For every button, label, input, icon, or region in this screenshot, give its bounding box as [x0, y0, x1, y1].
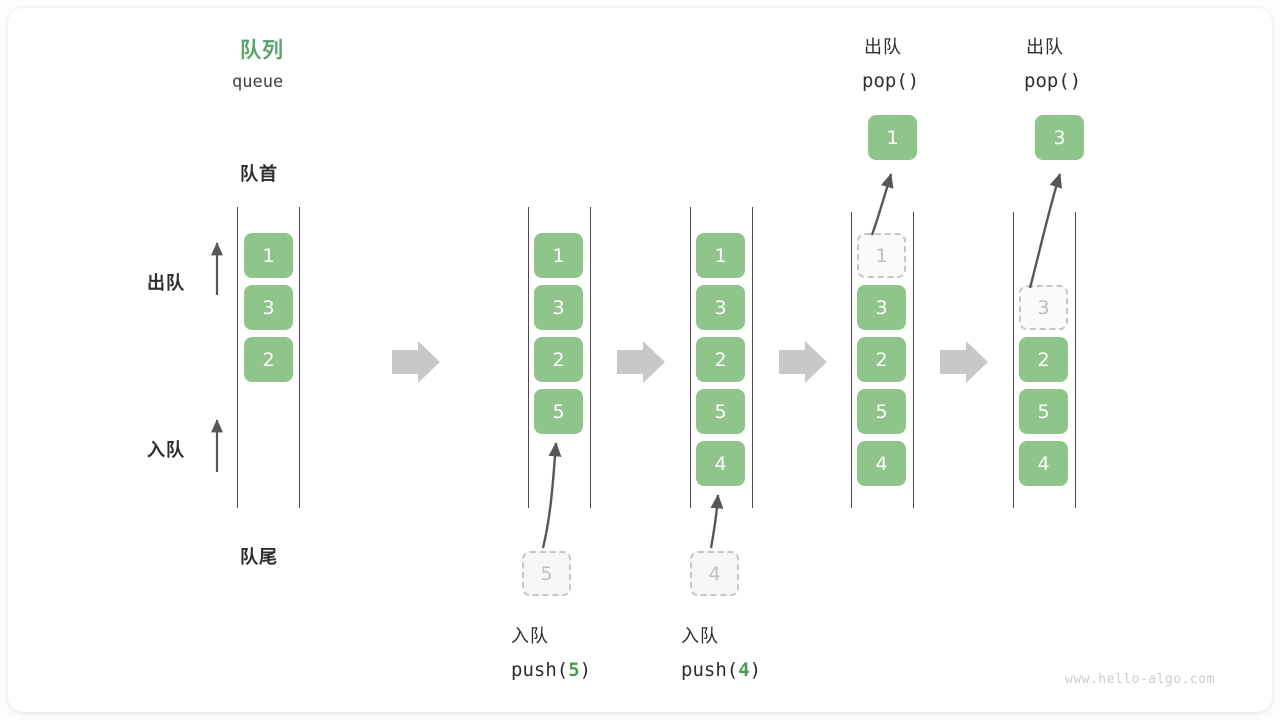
popped-cell: 1	[868, 115, 917, 160]
caption-code-fn: push(	[511, 659, 569, 681]
push-5-arrow-icon	[541, 442, 562, 549]
queue-cell: 5	[696, 389, 745, 434]
queue-cell: 1	[696, 233, 745, 278]
column-caption-cn: 出队	[864, 37, 902, 58]
queue-cell: 2	[244, 337, 293, 382]
queue-rail-left-c1	[237, 207, 238, 508]
queue-pending-cell: 4	[690, 551, 739, 596]
watermark: www.hello-algo.com	[1065, 672, 1215, 687]
pop-1-arrow-icon	[870, 173, 894, 236]
queue-pending-cell: 5	[522, 551, 571, 596]
queue-rail-left-c2	[528, 207, 529, 508]
popped-cell: 3	[1035, 115, 1084, 160]
caption-code-close: )	[749, 659, 762, 681]
push-4-arrow-icon	[709, 494, 724, 549]
column-caption-cn: 出队	[1026, 37, 1064, 58]
queue-rail-right-c5	[1075, 212, 1076, 508]
caption-code-fn: push(	[681, 659, 739, 681]
queue-rail-left-c4	[851, 212, 852, 508]
column-caption-code: push(5)	[511, 659, 591, 681]
queue-cell: 4	[696, 441, 745, 486]
diagram-title-en: queue	[232, 72, 284, 92]
queue-cell: 2	[534, 337, 583, 382]
step-arrow-icon	[392, 341, 440, 383]
queue-rail-right-c4	[913, 212, 914, 508]
queue-rail-right-c1	[299, 207, 300, 508]
queue-cell: 2	[857, 337, 906, 382]
rear-label: 队尾	[240, 547, 278, 568]
caption-code-arg: 4	[738, 659, 750, 681]
column-caption-code: pop()	[862, 70, 920, 92]
step-arrow-icon	[940, 341, 988, 383]
queue-rail-left-c5	[1013, 212, 1014, 508]
queue-cell: 5	[857, 389, 906, 434]
queue-cell: 1	[534, 233, 583, 278]
caption-code-close: )	[579, 659, 592, 681]
queue-cell: 2	[1019, 337, 1068, 382]
queue-cell: 1	[244, 233, 293, 278]
queue-ghost-cell: 1	[857, 233, 906, 278]
queue-cell: 3	[696, 285, 745, 330]
diagram-title-cn: 队列	[240, 38, 284, 62]
step-arrow-icon	[617, 341, 665, 383]
queue-cell: 4	[857, 441, 906, 486]
column-caption-cn: 入队	[511, 626, 549, 647]
queue-cell: 4	[1019, 441, 1068, 486]
queue-cell: 3	[857, 285, 906, 330]
queue-rail-right-c3	[752, 207, 753, 508]
queue-cell: 5	[1019, 389, 1068, 434]
dequeue-label: 出队	[147, 273, 185, 294]
front-label: 队首	[240, 164, 278, 185]
queue-rail-right-c2	[590, 207, 591, 508]
queue-rail-left-c3	[690, 207, 691, 508]
column-caption-cn: 入队	[681, 626, 719, 647]
column-caption-code: push(4)	[681, 659, 761, 681]
queue-cell: 2	[696, 337, 745, 382]
queue-cell: 3	[244, 285, 293, 330]
queue-ghost-cell: 3	[1019, 285, 1068, 330]
queue-cell: 5	[534, 389, 583, 434]
enqueue-label: 入队	[147, 440, 185, 461]
step-arrow-icon	[779, 341, 827, 383]
pop-3-arrow-icon	[1028, 173, 1063, 289]
caption-code-arg: 5	[568, 659, 580, 681]
queue-cell: 3	[534, 285, 583, 330]
column-caption-code: pop()	[1024, 70, 1082, 92]
